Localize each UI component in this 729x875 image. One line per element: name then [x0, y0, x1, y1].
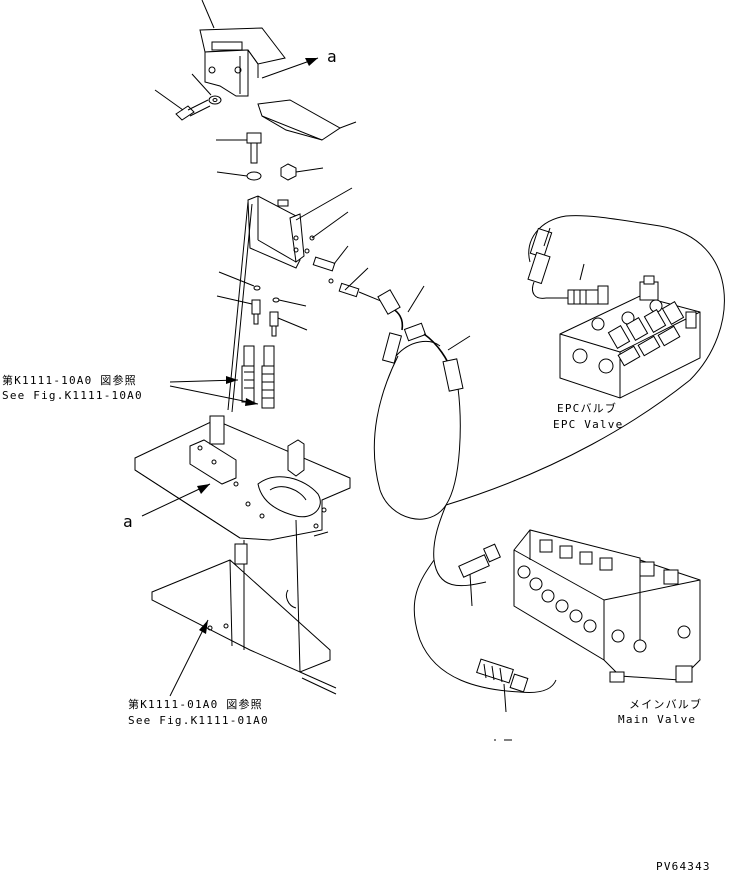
- connector-small-parts: [304, 211, 389, 305]
- ref-lower-arrow: [169, 619, 209, 697]
- main-valve-part: [513, 529, 701, 683]
- ref-lower-en: See Fig.K1111-01A0: [128, 714, 269, 727]
- pedal-bracket-part: [199, 27, 319, 97]
- small-washer-part: [216, 171, 262, 181]
- rod-part: [227, 201, 253, 413]
- callout-a-left: a: [123, 512, 133, 531]
- callout-a-top: a: [327, 47, 337, 66]
- epc-valve-ja: EPCバルブ: [557, 401, 617, 415]
- main-valve-ja: メインバルブ: [629, 697, 702, 711]
- leader-lines-top: [201, 0, 215, 29]
- washer-part: [191, 73, 222, 105]
- switch-box-part: [247, 187, 353, 269]
- main-valve-en: Main Valve: [618, 713, 696, 726]
- ref-upper-ja: 第K1111-10A0 図参照: [2, 373, 137, 387]
- ref-lower-ja: 第K1111-01A0 図参照: [128, 697, 263, 711]
- drawing-code: PV64343: [656, 860, 711, 873]
- sensor-parts: [216, 271, 308, 409]
- floor-frame-part: [134, 415, 351, 695]
- epc-valve-part: [559, 275, 701, 399]
- cable-harness: [373, 215, 725, 693]
- epc-valve-en: EPC Valve: [553, 418, 623, 431]
- ref-upper-en: See Fig.K1111-10A0: [2, 389, 143, 402]
- callout-a-left-arrow: [141, 483, 211, 517]
- nut-part: [280, 163, 324, 181]
- pedal-pad-part: [257, 99, 357, 141]
- bolt-part: [154, 89, 211, 121]
- vertical-bolt-part: [216, 132, 262, 164]
- main-valve-connectors: [458, 543, 529, 741]
- ref-upper-arrows: [169, 376, 259, 406]
